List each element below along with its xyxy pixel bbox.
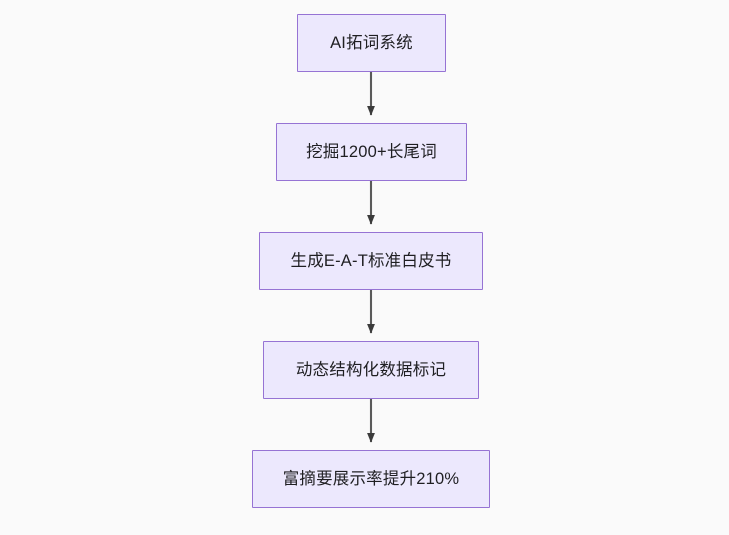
flow-node-dynamic-structured-data-markup[interactable]: 动态结构化数据标记 — [263, 341, 479, 399]
flow-node-label: 富摘要展示率提升210% — [282, 469, 460, 488]
flow-node-label: AI拓词系统 — [330, 33, 413, 52]
flow-node-label: 挖掘1200+长尾词 — [306, 142, 437, 161]
flow-node-label: 动态结构化数据标记 — [295, 360, 447, 379]
flow-node-generate-eat-whitepaper[interactable]: 生成E-A-T标准白皮书 — [259, 232, 483, 290]
flow-node-label: 生成E-A-T标准白皮书 — [290, 251, 452, 270]
flow-node-rich-snippet-impression-uplift[interactable]: 富摘要展示率提升210% — [252, 450, 490, 508]
flow-node-ai-keyword-system[interactable]: AI拓词系统 — [297, 14, 446, 72]
flow-node-mine-longtail-keywords[interactable]: 挖掘1200+长尾词 — [276, 123, 467, 181]
